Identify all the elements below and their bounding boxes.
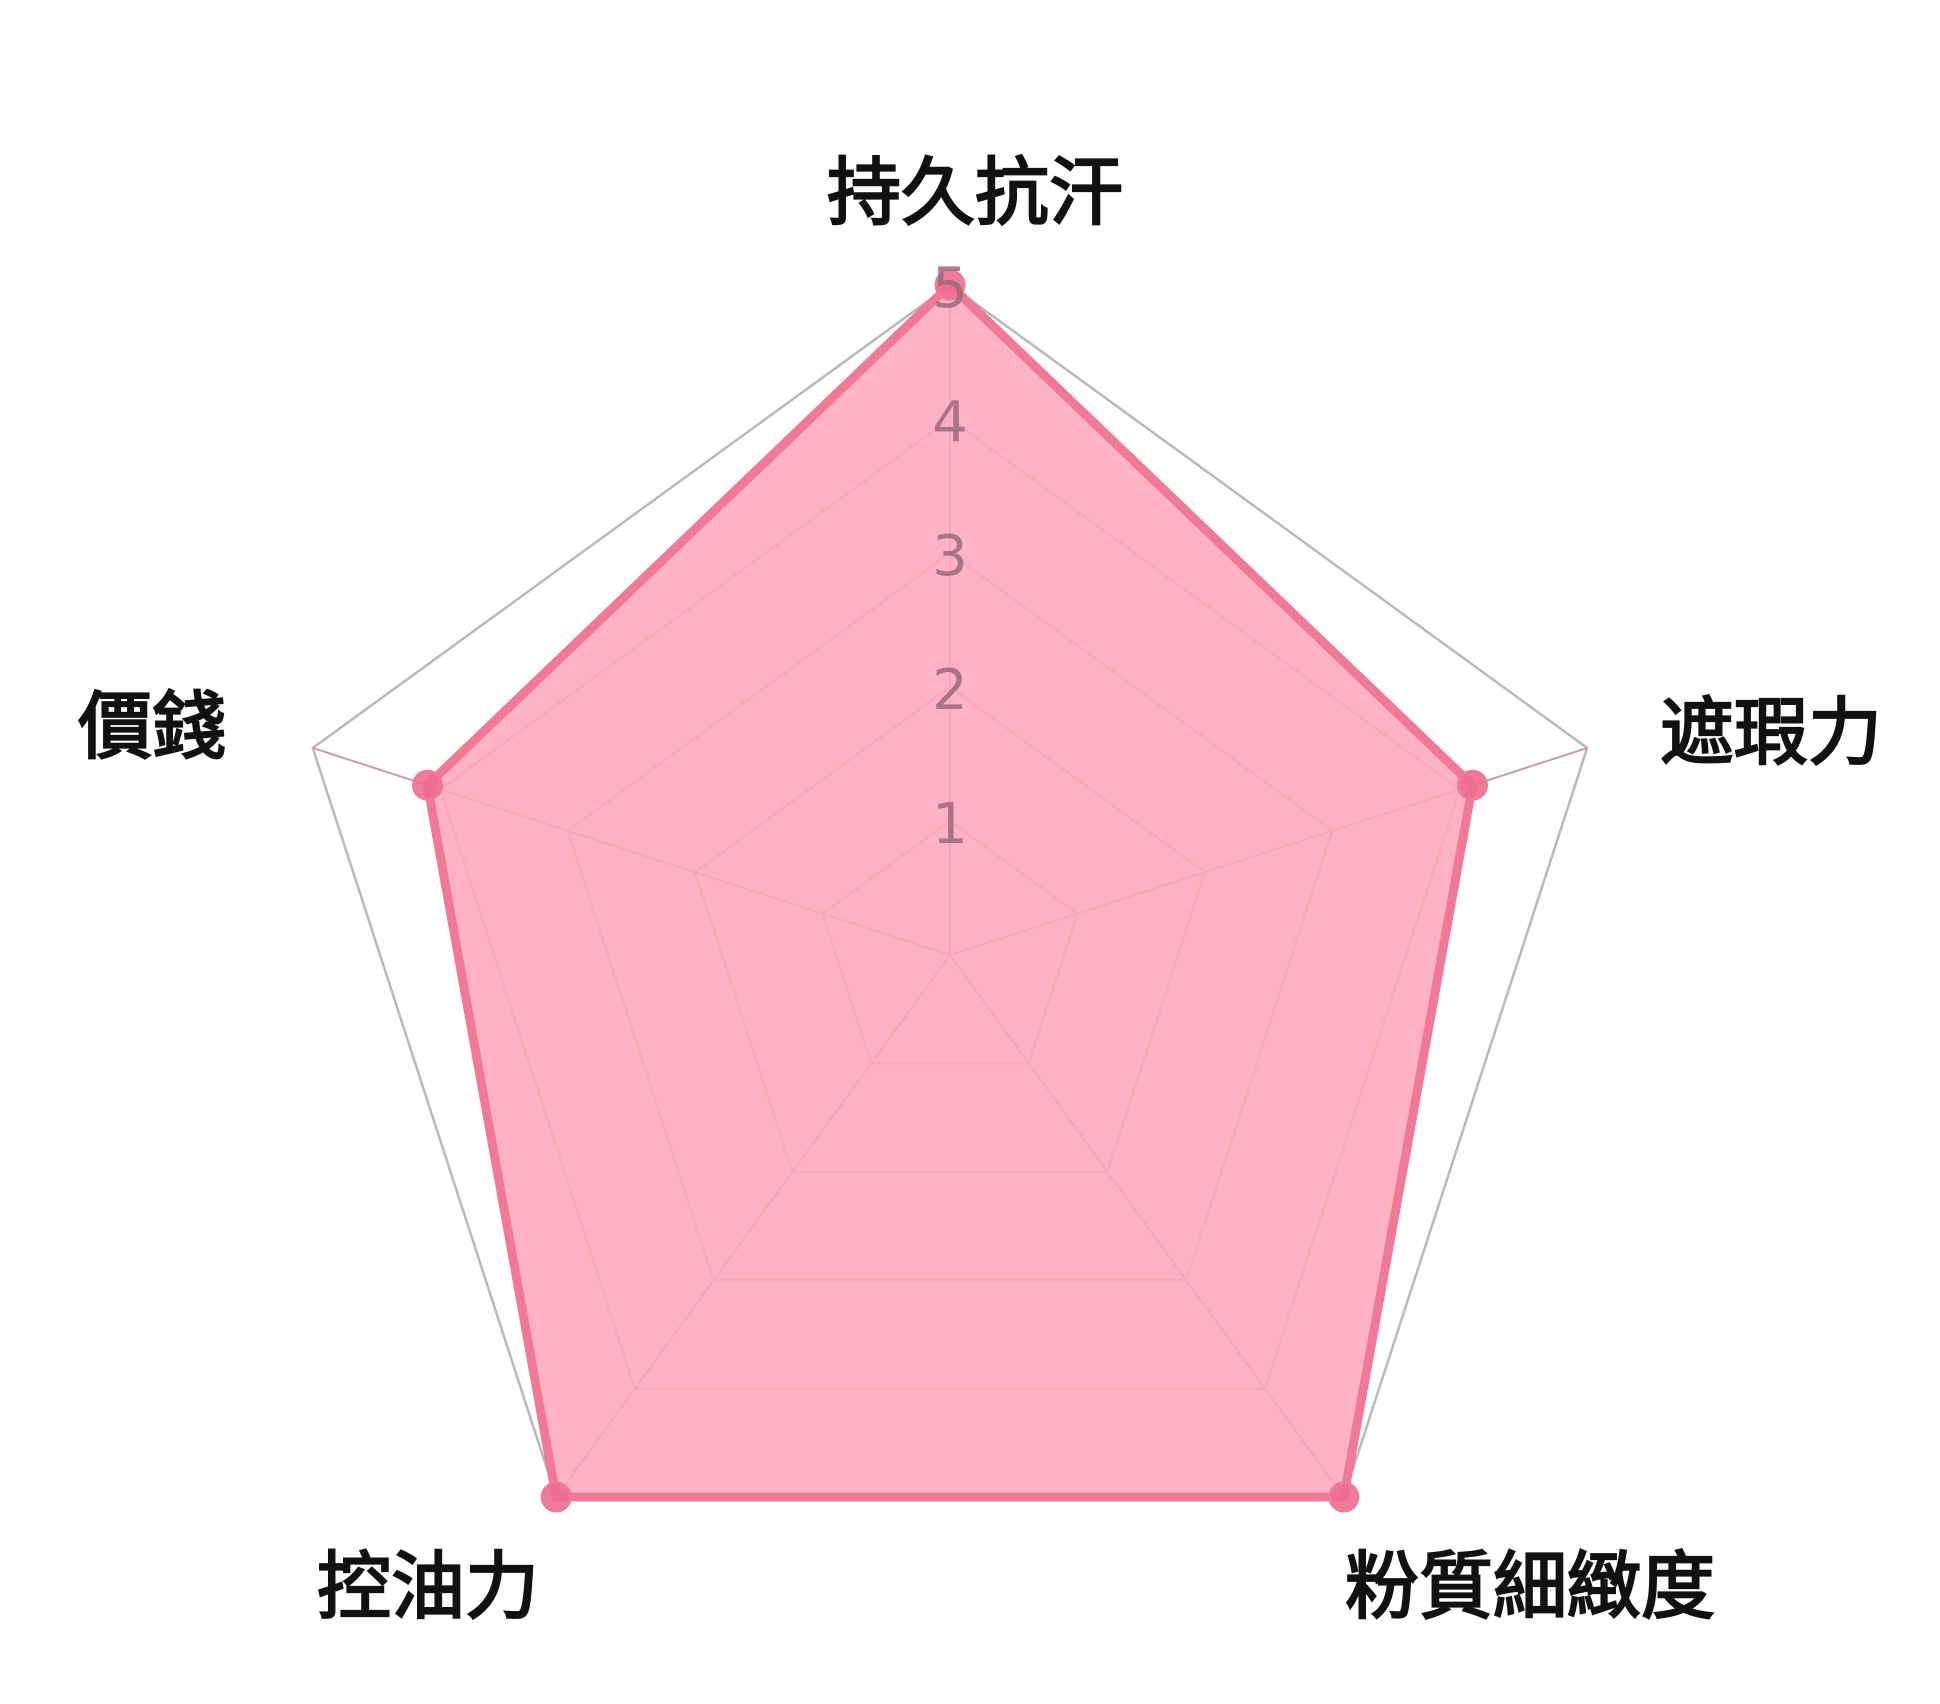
radial-tick-labels: 1 2 3 4 5 [932,256,968,857]
tick-label-2: 2 [932,658,968,723]
axis-label-3: 控油力 [317,1544,539,1630]
data-point-2 [1328,1481,1360,1513]
tick-label-5: 5 [932,256,968,321]
axis-label-4: 價錢 [77,684,226,770]
data-point-0 [934,269,966,301]
tick-label-1: 1 [932,792,968,857]
series-area [422,280,1478,1502]
axis-label-2: 粉質細緻度 [1345,1544,1715,1630]
axis-label-0: 持久抗汗 [827,150,1123,236]
axis-label-1: 遮瑕力 [1660,690,1882,776]
series-points [411,269,1489,1513]
data-point-3 [540,1481,572,1513]
data-point-1 [1457,769,1489,801]
tick-label-3: 3 [932,524,968,589]
data-point-4 [411,769,443,801]
tick-label-4: 4 [932,390,968,455]
